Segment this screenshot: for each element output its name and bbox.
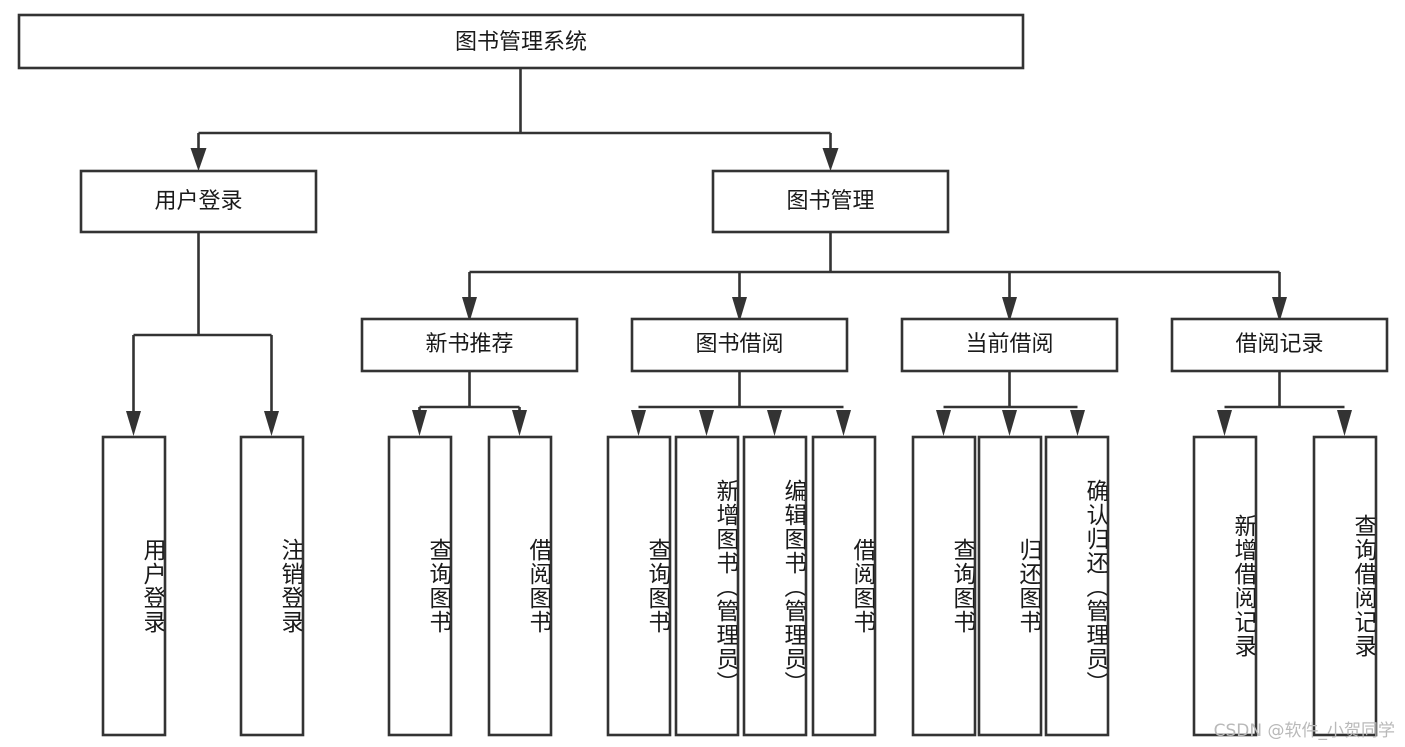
leaf-node-new-book-2-label: 借阅图书 <box>525 538 550 634</box>
leaf-node-new-book-2-box <box>487 435 553 737</box>
node-user-login[interactable]: 用户登录 <box>79 169 318 234</box>
node-borrow-record[interactable]: 借阅记录 <box>1170 317 1389 373</box>
leaf-node-book-borrow-2-box <box>674 435 740 737</box>
leaf-node-book-borrow-2[interactable]: 新增图书（管理员） <box>674 435 740 737</box>
leaf-node-current-borrow-1-label: 查询图书 <box>949 538 974 634</box>
arrow-head-leaf-book-borrow-2 <box>699 410 714 436</box>
arrow-head-borrow-record <box>1272 297 1287 322</box>
leaf-node-current-borrow-3-label: 确认归还（管理员） <box>1082 479 1107 695</box>
leaf-node-book-borrow-1[interactable]: 查询图书 <box>606 435 672 737</box>
leaf-node-book-borrow-4-box <box>811 435 877 737</box>
node-root-box <box>17 13 1025 70</box>
node-root-label: 图书管理系统 <box>455 30 587 55</box>
leaf-node-borrow-record-1-box <box>1192 435 1258 737</box>
node-book-management-box <box>711 169 950 234</box>
connector-group-current-borrow <box>936 371 1085 436</box>
leaf-node-new-book-1-label: 查询图书 <box>425 538 450 634</box>
connector-group-borrow-record <box>1217 371 1352 436</box>
leaf-node-book-borrow-1-box <box>606 435 672 737</box>
arrow-head-leaf-borrow-record-1 <box>1217 410 1232 436</box>
arrow-head-leaf-current-borrow-2 <box>1002 410 1017 436</box>
node-book-borrow-box <box>630 317 849 373</box>
arrow-head-leaf-new-book-1 <box>412 410 427 436</box>
leaf-node-user-login-1-label: 用户登录 <box>139 538 164 634</box>
arrow-head-leaf-current-borrow-3 <box>1070 410 1085 436</box>
leaf-node-current-borrow-2[interactable]: 归还图书 <box>977 435 1043 737</box>
node-book-management[interactable]: 图书管理 <box>711 169 950 234</box>
arrow-head-leaf-book-borrow-1 <box>631 410 646 436</box>
leaf-node-new-book-1-box <box>387 435 453 737</box>
connector-group-root <box>190 68 839 171</box>
leaf-node-current-borrow-2-label: 归还图书 <box>1015 538 1040 634</box>
arrow-head-leaf-current-borrow-1 <box>936 410 951 436</box>
leaf-node-current-borrow-1[interactable]: 查询图书 <box>911 435 977 737</box>
leaf-node-book-borrow-2-label: 新增图书（管理员） <box>712 479 737 695</box>
leaf-node-current-borrow-3[interactable]: 确认归还（管理员） <box>1044 435 1110 737</box>
node-borrow-record-label: 借阅记录 <box>1235 332 1323 357</box>
arrow-head-new-book <box>462 297 477 322</box>
arrow-head-leaf-book-borrow-3 <box>767 410 782 436</box>
connector-group-book-borrow <box>631 371 851 436</box>
node-book-management-label: 图书管理 <box>786 189 874 214</box>
node-user-login-box <box>79 169 318 234</box>
arrow-head-leaf-user-login-1 <box>126 411 141 436</box>
connector-group-user-login <box>126 232 279 436</box>
leaf-node-book-borrow-3[interactable]: 编辑图书（管理员） <box>742 435 808 737</box>
arrow-head-leaf-borrow-record-2 <box>1337 410 1352 436</box>
leaf-node-user-login-2-box <box>239 435 305 737</box>
leaf-node-book-borrow-4[interactable]: 借阅图书 <box>811 435 877 737</box>
csdn-watermark: CSDN @软件_小贺同学 <box>1213 721 1395 741</box>
node-new-book-recommend-label: 新书推荐 <box>425 332 513 357</box>
connector-group-new-book <box>412 371 527 436</box>
leaf-node-current-borrow-1-box <box>911 435 977 737</box>
leaf-node-book-borrow-4-label: 借阅图书 <box>849 538 874 634</box>
node-root[interactable]: 图书管理系统 <box>17 13 1025 70</box>
arrow-head-current-borrow <box>1002 297 1017 322</box>
leaf-node-book-borrow-1-label: 查询图书 <box>644 538 669 634</box>
node-current-borrow-box <box>900 317 1119 373</box>
arrow-head-user-login <box>190 148 207 171</box>
leaf-node-new-book-1[interactable]: 查询图书 <box>387 435 453 737</box>
connector-group-book-mgmt <box>462 232 1287 322</box>
leaf-node-new-book-2[interactable]: 借阅图书 <box>487 435 553 737</box>
node-book-borrow[interactable]: 图书借阅 <box>630 317 849 373</box>
leaf-node-user-login-2[interactable]: 注销登录 <box>239 435 305 737</box>
arrow-head-leaf-new-book-2 <box>512 410 527 436</box>
leaf-node-user-login-1-box <box>101 435 167 737</box>
node-current-borrow[interactable]: 当前借阅 <box>900 317 1119 373</box>
node-user-login-label: 用户登录 <box>154 189 242 214</box>
arrow-head-leaf-book-borrow-4 <box>836 410 851 436</box>
leaf-node-user-login-2-label: 注销登录 <box>277 538 302 634</box>
arrow-head-book-borrow <box>732 297 747 322</box>
node-new-book-recommend[interactable]: 新书推荐 <box>360 317 579 373</box>
node-new-book-recommend-box <box>360 317 579 373</box>
leaf-node-current-borrow-3-box <box>1044 435 1110 737</box>
leaf-node-borrow-record-1-label: 新增借阅记录 <box>1230 514 1255 658</box>
arrow-head-leaf-user-login-2 <box>264 411 279 436</box>
leaf-node-borrow-record-2[interactable]: 查询借阅记录 <box>1312 435 1378 737</box>
leaf-node-current-borrow-2-box <box>977 435 1043 737</box>
node-current-borrow-label: 当前借阅 <box>965 332 1053 357</box>
node-book-borrow-label: 图书借阅 <box>695 332 783 357</box>
leaf-node-borrow-record-2-box <box>1312 435 1378 737</box>
node-borrow-record-box <box>1170 317 1389 373</box>
leaf-node-borrow-record-2-label: 查询借阅记录 <box>1350 514 1375 658</box>
leaf-node-book-borrow-3-label: 编辑图书（管理员） <box>780 479 805 695</box>
arrow-head-book-mgmt <box>822 148 839 171</box>
leaf-node-user-login-1[interactable]: 用户登录 <box>101 435 167 737</box>
leaf-node-borrow-record-1[interactable]: 新增借阅记录 <box>1192 435 1258 737</box>
leaf-node-book-borrow-3-box <box>742 435 808 737</box>
